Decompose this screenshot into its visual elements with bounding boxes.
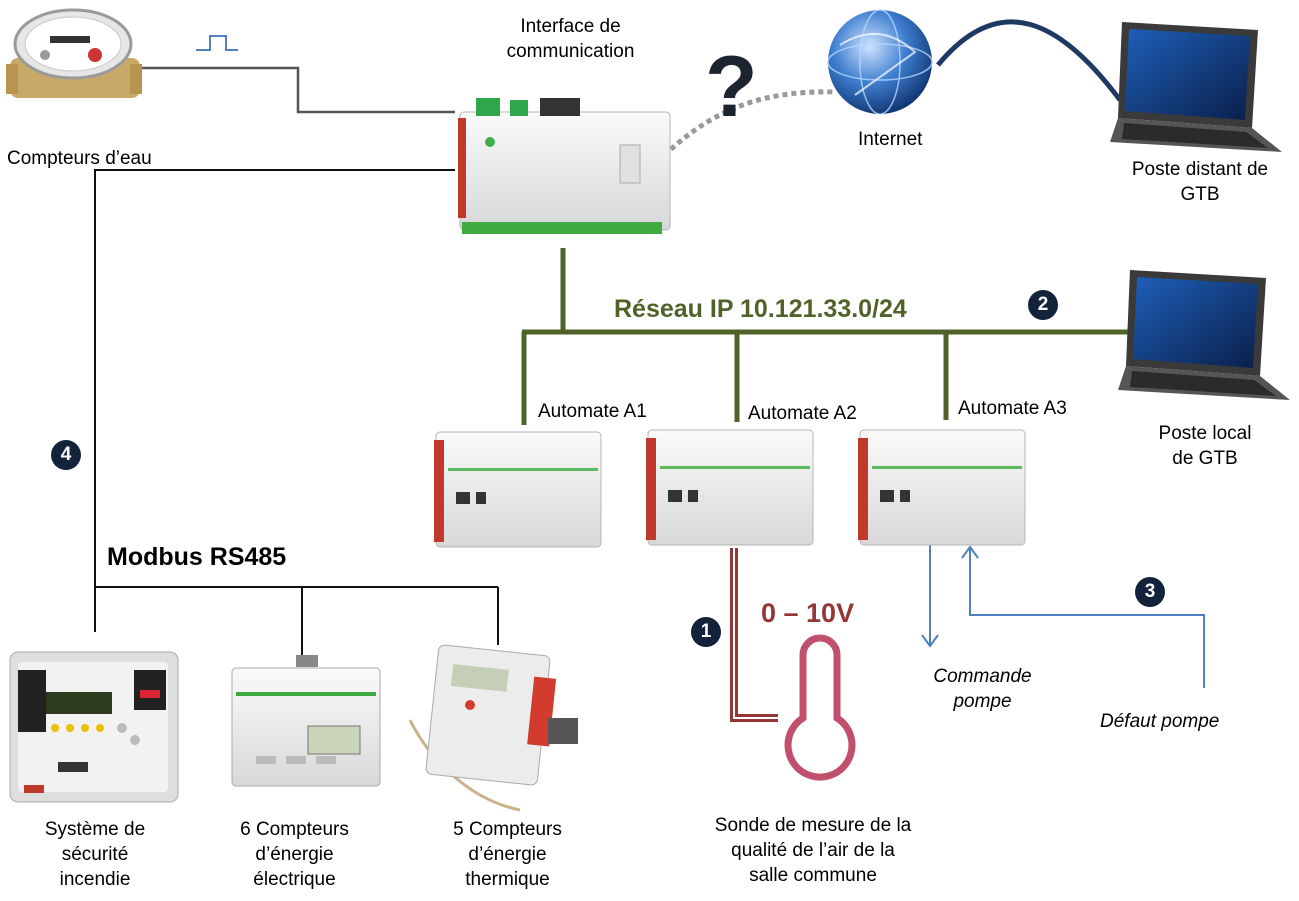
thermal-meters-label-line3: thermique [465, 869, 550, 890]
ip-network-lines [521, 248, 1130, 425]
remote-station-label-line1: Poste distant de [1131, 159, 1269, 180]
thermal-meter-icon [408, 644, 578, 812]
interface-label: Interface de communication [478, 14, 663, 64]
plc-a1-label: Automate A1 [538, 401, 647, 422]
fire-system-label-line2: sécurité [61, 844, 129, 865]
probe-label-line2: qualité de l’air de la [731, 840, 895, 861]
interface-label-line2: communication [506, 41, 635, 62]
electric-meters-label-line2: d’énergie [255, 844, 334, 865]
local-station-label-line2: de GTB [1172, 448, 1238, 469]
probe-label-line3: salle commune [749, 865, 877, 886]
unknown-link-question-mark: ? [705, 39, 758, 135]
electric-meter-icon [231, 655, 381, 787]
pump-command-arrow [921, 545, 939, 648]
interface-label-line1: Interface de [520, 16, 621, 37]
pump-command-label-line1: Commande [933, 666, 1032, 687]
probe-label: Sonde de mesure de la qualité de l’air d… [678, 813, 948, 888]
fire-safety-panel-icon [9, 651, 179, 803]
pump-fault-label: Défaut pompe [1100, 711, 1220, 732]
electric-meters-label: 6 Compteurs d’énergie électrique [207, 817, 382, 892]
pulse-symbol [196, 35, 238, 51]
local-station-label: Poste local de GTB [1135, 421, 1275, 471]
fire-system-label: Système de sécurité incendie [10, 817, 180, 892]
badge-3: 3 [1135, 577, 1165, 607]
ip-network-label: Réseau IP 10.121.33.0/24 [614, 295, 907, 323]
probe-label-line1: Sonde de mesure de la [714, 815, 912, 836]
remote-laptop-icon [1110, 22, 1282, 152]
fire-system-label-line3: incendie [59, 869, 131, 890]
thermal-meters-label-line2: d’énergie [468, 844, 547, 865]
water-meter-icon [6, 8, 142, 98]
plc-a2-label: Automate A2 [748, 403, 857, 424]
thermal-meters-label: 5 Compteurs d’énergie thermique [420, 817, 595, 892]
plc-a1-icon [434, 431, 602, 548]
modbus-wire-left [94, 169, 455, 632]
internet-link-remote [936, 19, 1122, 102]
modbus-label: Modbus RS485 [107, 543, 287, 571]
plc-a3-icon [858, 429, 1026, 546]
badge-1: 1 [691, 617, 721, 647]
pump-command-label: Commande pompe [905, 664, 1060, 714]
remote-station-label-line2: GTB [1180, 184, 1220, 205]
local-station-label-line1: Poste local [1158, 423, 1252, 444]
water-meters-label: Compteurs d’eau [7, 148, 152, 169]
thermal-meters-label-line1: 5 Compteurs [453, 819, 562, 840]
internet-label: Internet [858, 129, 923, 150]
thermometer-icon [784, 634, 856, 781]
plc-a2-icon [646, 429, 814, 546]
globe-icon [827, 9, 933, 115]
voltage-label: 0 – 10V [761, 598, 855, 628]
plc-a3-label: Automate A3 [958, 398, 1067, 419]
badge-4: 4 [51, 440, 81, 470]
badge-2: 2 [1028, 290, 1058, 320]
analog-wire [730, 548, 778, 722]
electric-meters-label-line3: électrique [253, 869, 336, 890]
internet-link-dotted [638, 89, 836, 184]
pulse-wire [138, 66, 455, 114]
electric-meters-label-line1: 6 Compteurs [240, 819, 349, 840]
fire-system-label-line1: Système de [44, 819, 146, 840]
pump-fault-arrow [961, 545, 1205, 688]
communication-interface-icon [458, 98, 671, 234]
local-laptop-icon [1118, 270, 1290, 400]
pump-command-label-line2: pompe [953, 691, 1012, 712]
remote-station-label: Poste distant de GTB [1105, 157, 1295, 207]
